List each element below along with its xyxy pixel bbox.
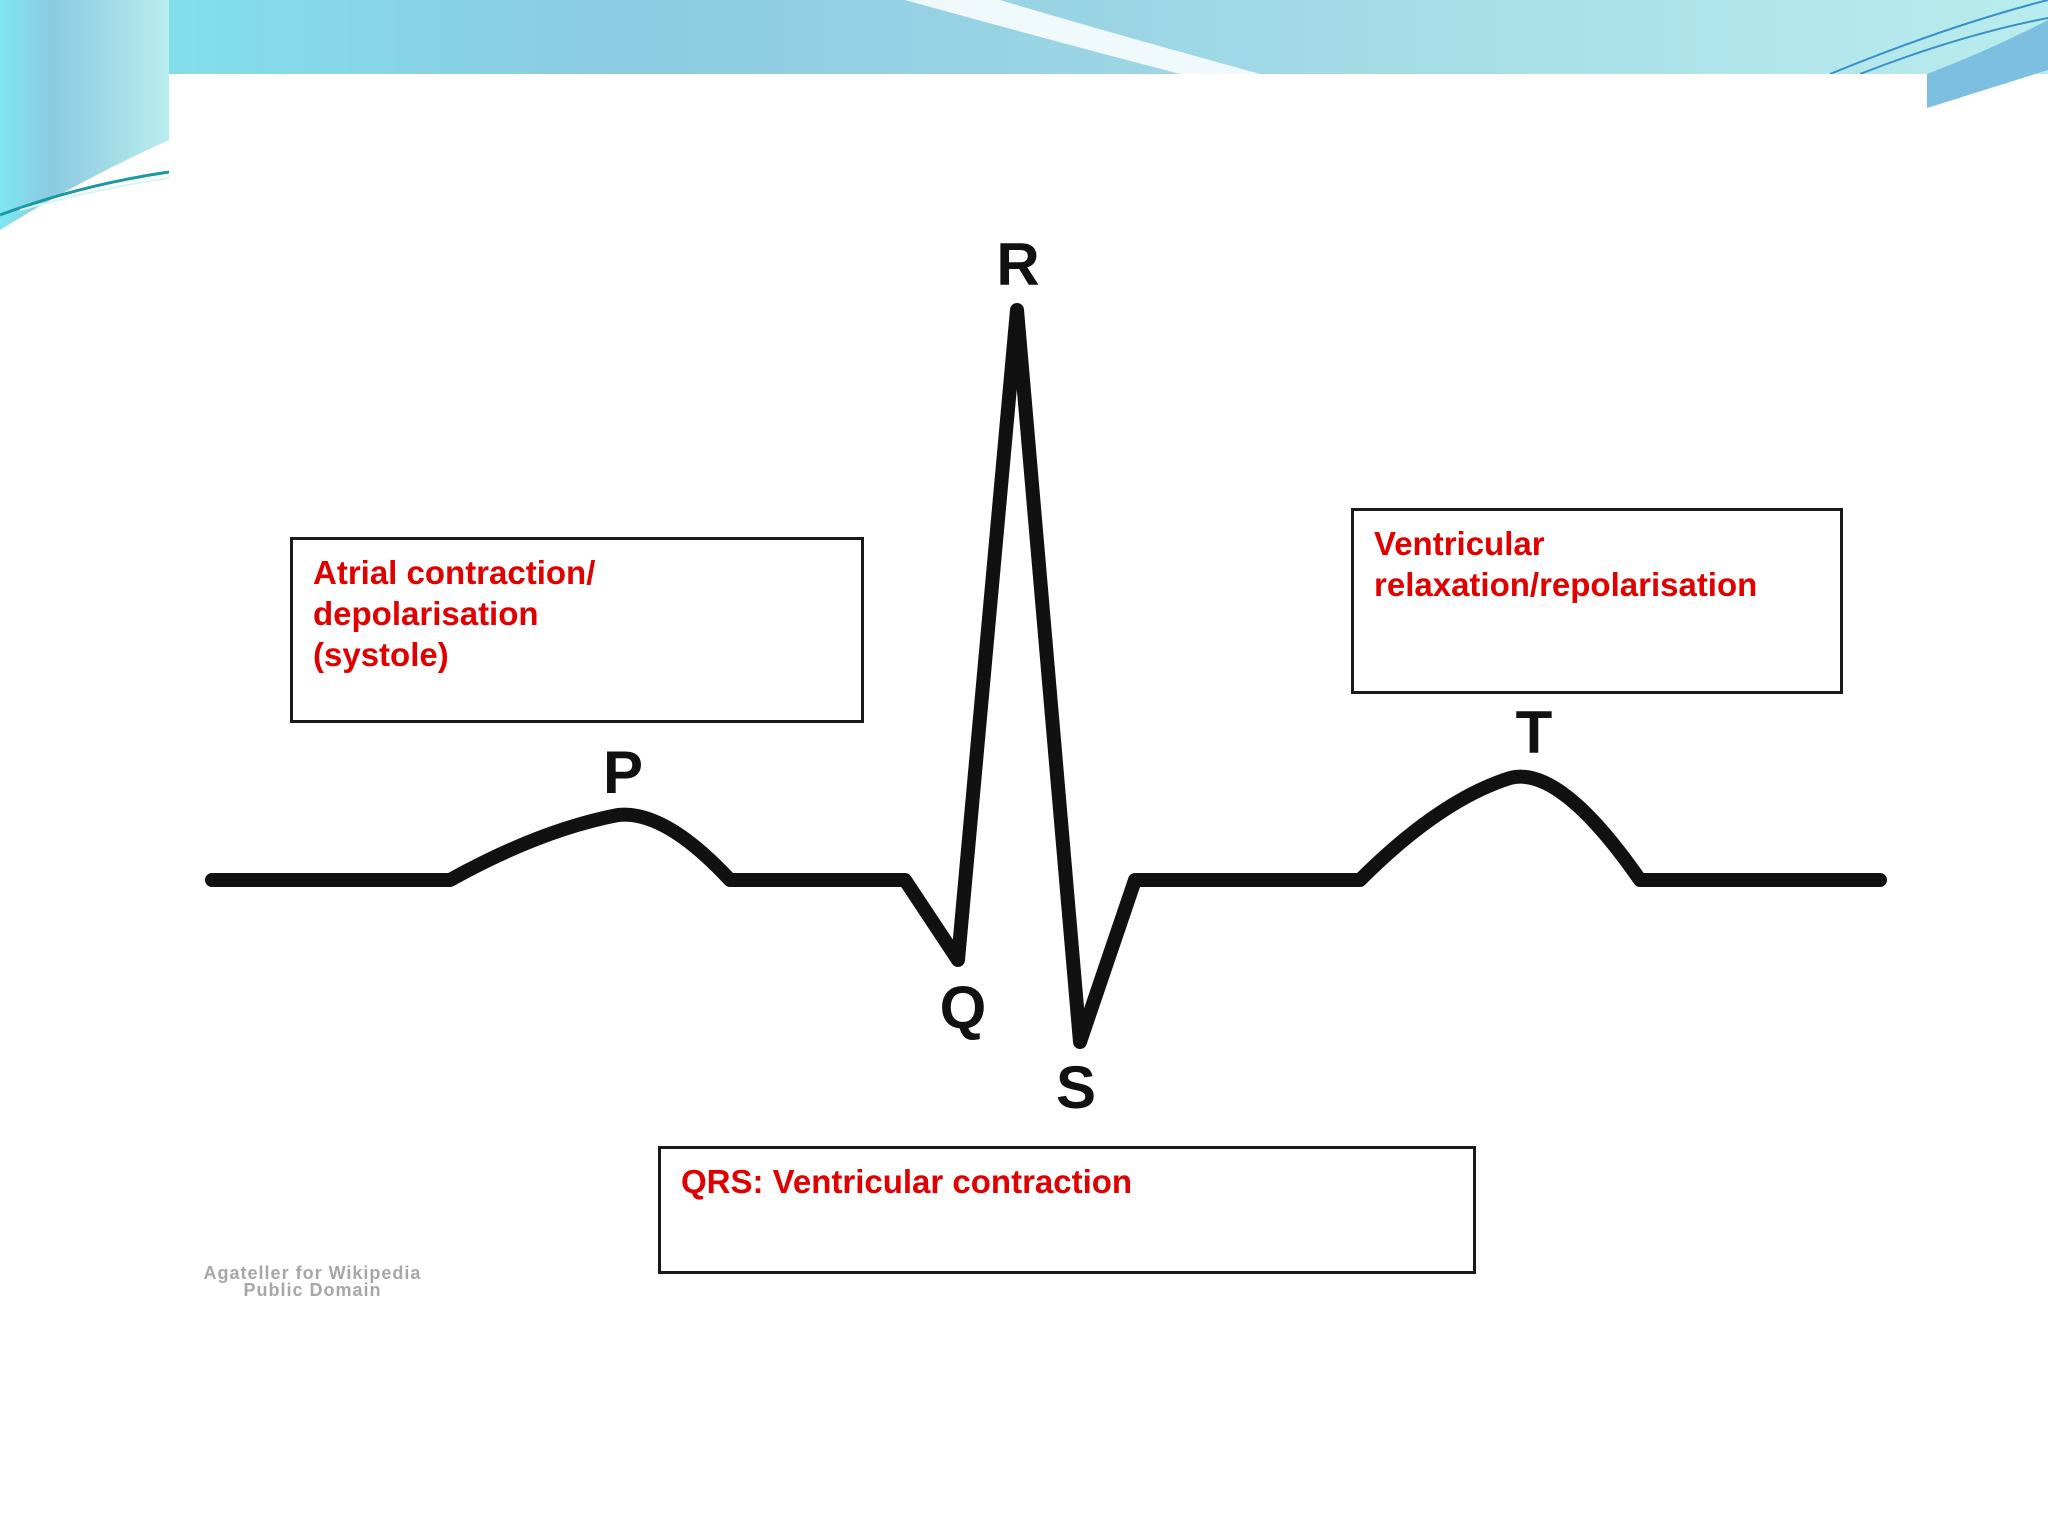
r-wave-label: R [996,231,1040,298]
qrs-contraction-box: QRS: Ventricular contraction [658,1146,1476,1274]
t-wave-label: T [1515,699,1553,766]
credit-license: Public Domain [243,1280,382,1300]
content-panel [169,74,1927,1536]
ventricular-relaxation-box: Ventricular relaxation/repolarisation [1351,508,1843,694]
ecg-trace [205,303,1887,1049]
p-wave-label: P [602,739,644,806]
atrial-contraction-box: Atrial contraction/ depolarisation (syst… [290,537,864,723]
s-wave-label: S [1055,1054,1097,1121]
image-credit: Agateller for Wikipedia Public Domain [180,1263,445,1300]
credit-author: Agateller for Wikipedia [203,1263,422,1283]
q-wave-label: Q [939,974,987,1041]
